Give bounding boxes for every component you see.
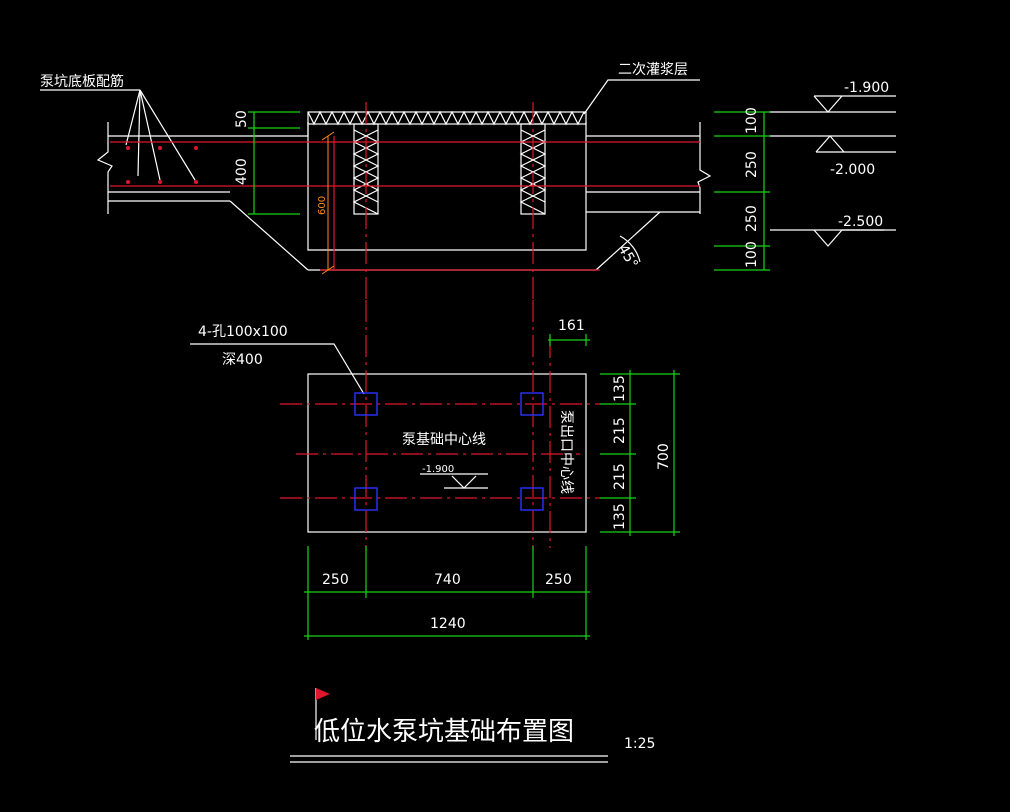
hole-top-right bbox=[520, 392, 544, 416]
svg-text:740: 740 bbox=[434, 572, 461, 588]
dim-600: 600 bbox=[317, 131, 335, 275]
drawing-title: 低位水泵坑基础布置图 bbox=[314, 717, 574, 747]
svg-text:400: 400 bbox=[234, 158, 250, 185]
svg-text:215: 215 bbox=[612, 417, 628, 444]
hole-bottom-left bbox=[354, 487, 378, 511]
svg-text:-2.000: -2.000 bbox=[830, 162, 875, 178]
svg-text:50: 50 bbox=[234, 110, 250, 128]
angle-arc bbox=[619, 235, 641, 263]
section-view: 泵坑底板配筋 bbox=[40, 62, 896, 300]
dim-left-section: 50 400 bbox=[234, 110, 300, 215]
flag-icon bbox=[316, 688, 330, 700]
label-pump-center: 泵基础中心线 bbox=[402, 431, 486, 448]
elevation-mark-1: -1.900 bbox=[770, 80, 896, 113]
elevation-mark-3: -2.500 bbox=[770, 214, 896, 247]
plan-elevation-mark: -1.900 bbox=[420, 464, 488, 489]
angle-label: 45° bbox=[615, 242, 641, 272]
svg-text:250: 250 bbox=[744, 151, 760, 178]
hole-top-left bbox=[354, 392, 378, 416]
svg-text:215: 215 bbox=[612, 463, 628, 490]
grout-leader bbox=[583, 79, 700, 115]
svg-text:161: 161 bbox=[558, 318, 585, 334]
svg-text:100: 100 bbox=[744, 107, 760, 134]
svg-text:250: 250 bbox=[545, 572, 572, 588]
dim-right-plan: 135 215 215 135 700 bbox=[600, 370, 680, 536]
svg-text:250: 250 bbox=[322, 572, 349, 588]
rebar-leaders bbox=[125, 89, 196, 181]
hole-leader bbox=[190, 343, 365, 395]
foundation-outline bbox=[307, 373, 587, 533]
hole-bottom-right bbox=[520, 487, 544, 511]
label-holes: 4-孔100x100 bbox=[198, 324, 288, 340]
svg-text:-2.500: -2.500 bbox=[838, 214, 883, 230]
dim-161: 161 bbox=[548, 318, 590, 346]
svg-text:100: 100 bbox=[744, 241, 760, 268]
dim-bottom-plan: 250 740 250 1240 bbox=[304, 546, 590, 640]
plan-view: 4-孔100x100 深400 泵基础中心线 泵出口中心线 -1.900 bbox=[190, 300, 680, 640]
title-block: 低位水泵坑基础布置图 1:25 bbox=[290, 688, 655, 763]
grout-layer bbox=[307, 110, 587, 126]
svg-text:600: 600 bbox=[317, 196, 328, 215]
label-hole-depth: 深400 bbox=[222, 352, 263, 368]
label-rebar: 泵坑底板配筋 bbox=[40, 73, 124, 90]
svg-text:250: 250 bbox=[744, 205, 760, 232]
label-outlet-center: 泵出口中心线 bbox=[558, 410, 574, 494]
pit-outline bbox=[307, 122, 712, 271]
svg-text:135: 135 bbox=[612, 375, 628, 402]
svg-text:1240: 1240 bbox=[430, 616, 466, 632]
drawing-scale: 1:25 bbox=[624, 736, 655, 752]
svg-text:-1.900: -1.900 bbox=[422, 464, 454, 475]
svg-text:700: 700 bbox=[656, 443, 672, 470]
svg-text:135: 135 bbox=[612, 503, 628, 530]
rebar-lines bbox=[110, 136, 700, 271]
slab-outline-left bbox=[96, 122, 309, 271]
svg-text:-1.900: -1.900 bbox=[844, 80, 889, 96]
label-grout: 二次灌浆层 bbox=[618, 62, 688, 78]
dim-right-section: 100 250 250 100 bbox=[714, 107, 770, 271]
elevation-mark-2: -2.000 bbox=[770, 135, 896, 178]
